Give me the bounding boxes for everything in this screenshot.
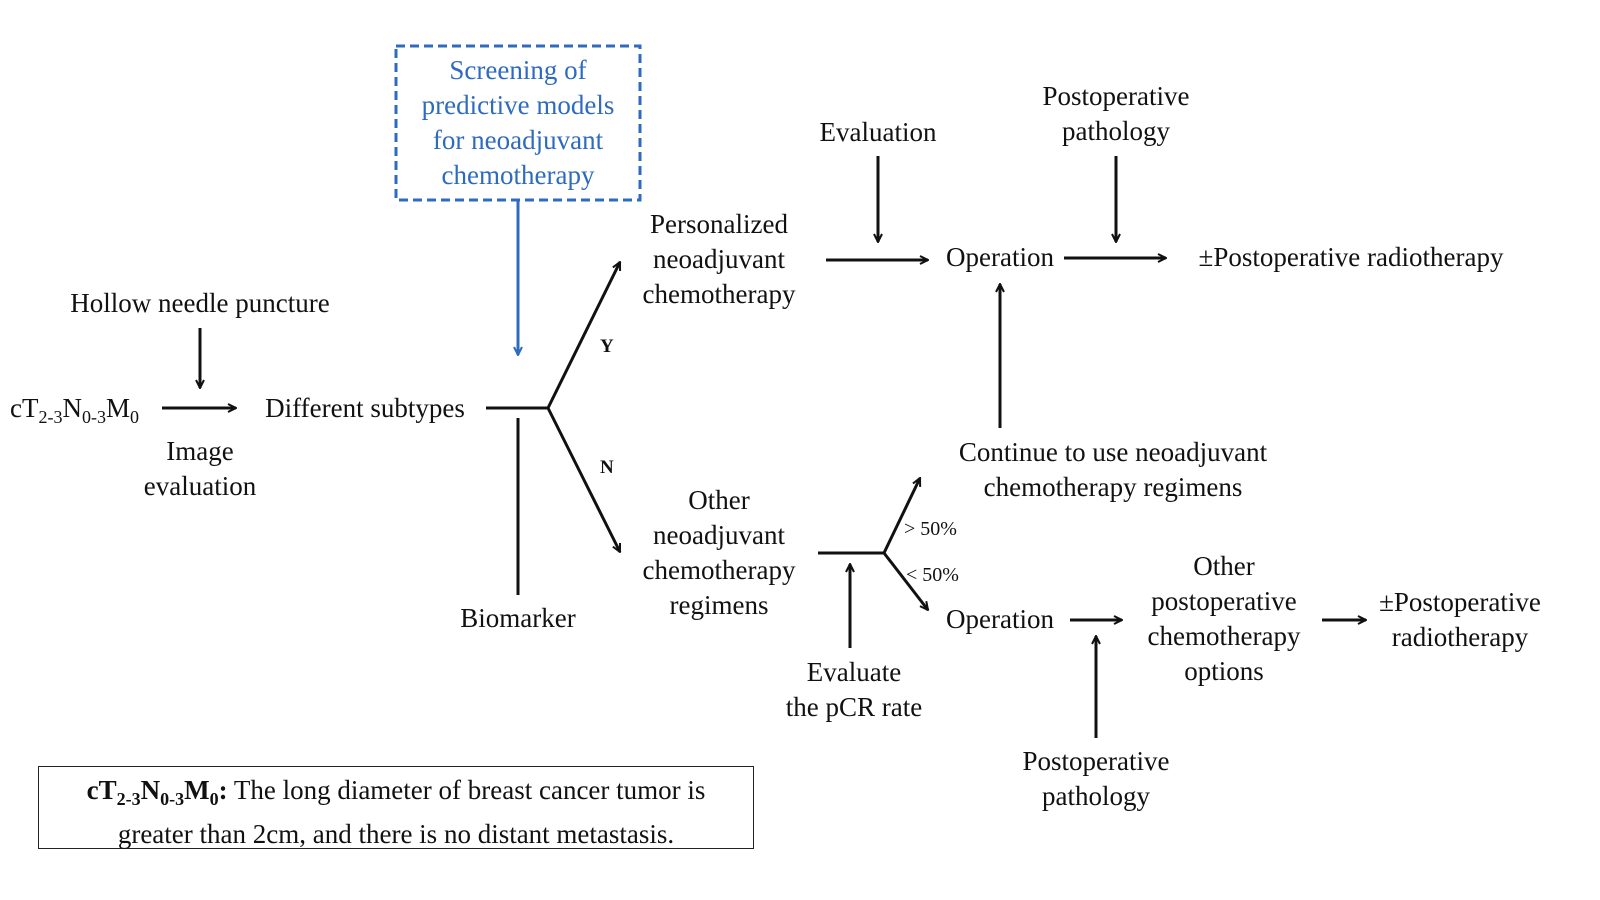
yes-label: Y [600,336,614,357]
different-subtypes-label: Different subtypes [265,393,465,423]
ct-stage-c: cT [10,393,39,423]
image-evaluation-label: Image evaluation [143,436,257,501]
lt50-branch-arrow [882,552,928,610]
note-term-c: cT [86,775,117,805]
postop-pathology-bottom-label: Postoperative pathology [1022,746,1170,811]
ct-stage-sub3: 0 [130,407,139,427]
other-regimens-label: Other neoadjuvant chemotherapy regimens [642,485,796,620]
ct-stage-sub2: 0-3 [81,407,106,427]
operation-bottom-label: Operation [946,604,1054,634]
definition-note-text: cT2-3N0-3M0: The long diameter of breast… [39,773,753,852]
postop-radiotherapy-bottom-label: ±Postoperative radiotherapy [1379,587,1541,652]
operation-top-label: Operation [946,242,1054,272]
note-term-m: M [184,775,210,805]
postop-radiotherapy-top-label: ±Postoperative radiotherapy [1198,242,1504,272]
note-term: cT2-3N0-3M0: [86,775,228,809]
note-term-sub2: 0-3 [160,789,185,809]
note-line1: The long diameter of breast cancer tumor… [227,775,706,805]
ct-stage-m: M [105,393,130,423]
yes-branch-arrow [546,262,622,409]
hollow-needle-label: Hollow needle puncture [70,288,330,318]
note-term-colon: : [218,775,228,805]
continue-regimens-label: Continue to use neoadjuvant chemotherapy… [958,437,1268,502]
biomarker-label: Biomarker [460,603,576,633]
ct-stage-n: N [62,393,82,423]
lt50-label: < 50% [906,564,959,586]
evaluation-label: Evaluation [819,117,937,147]
gt50-branch-arrow [882,478,922,554]
no-branch-arrow [546,407,622,552]
other-postop-chemo-label: Other postoperative chemotherapy options [1147,551,1301,686]
note-term-sub3: 0 [209,789,219,809]
note-term-sub1: 2-3 [116,789,141,809]
screening-label: Screening of predictive models for neoad… [421,55,615,190]
personalized-label: Personalized neoadjuvant chemotherapy [642,209,796,309]
ct-stage-sub1: 2-3 [38,407,63,427]
postop-pathology-top-label: Postoperative pathology [1042,81,1190,146]
gt50-label: > 50% [904,518,957,540]
definition-note-box: cT2-3N0-3M0: The long diameter of breast… [38,766,754,849]
no-label: N [600,457,614,478]
note-term-n: N [140,775,161,805]
note-line2: greater than 2cm, and there is no distan… [117,819,675,849]
ct-stage-label: cT2-3N0-3M0 [10,391,139,435]
evaluate-pcr-label: Evaluate the pCR rate [785,657,923,722]
